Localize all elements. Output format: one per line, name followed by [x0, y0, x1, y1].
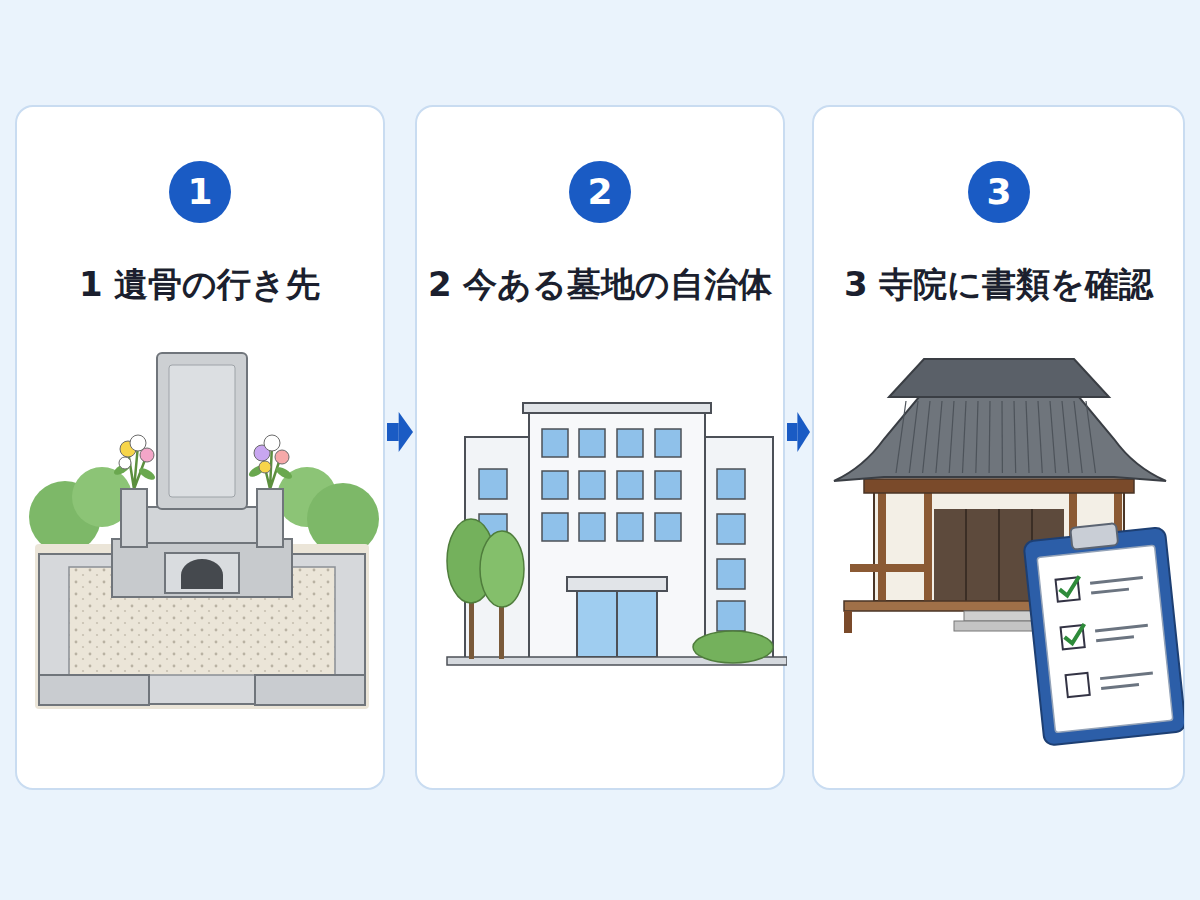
roof-tile-line — [923, 401, 930, 473]
window — [579, 471, 605, 499]
window — [542, 471, 568, 499]
window — [717, 601, 745, 631]
window — [579, 513, 605, 541]
step-card: 2 今ある墓地の自治体 2 — [415, 105, 785, 790]
arrow-head — [399, 412, 413, 452]
step-number: 3 — [986, 174, 1011, 210]
flow-arrow — [787, 412, 810, 452]
window — [717, 559, 745, 589]
roof-tile-line — [963, 401, 967, 473]
window — [617, 471, 643, 499]
step-card: 1 遺骨の行き先 1 — [15, 105, 385, 790]
step-title: 3 寺院に書類を確認 — [844, 263, 1154, 306]
grave-illustration — [17, 339, 387, 739]
roof-tile-line — [1074, 401, 1082, 473]
arrow-shaft — [787, 423, 797, 441]
window — [579, 429, 605, 457]
step-number: 2 — [587, 174, 612, 210]
roof-tile-line — [988, 401, 990, 473]
roof-tile-line — [1001, 401, 1003, 473]
temple-illustration — [814, 339, 1184, 759]
step-number-badge: 2 — [569, 161, 631, 223]
window — [717, 514, 745, 544]
roof-tile-line — [909, 401, 918, 473]
roof-tile-line — [1038, 401, 1042, 473]
roof-tile-line — [1050, 401, 1056, 473]
roof-tile-line — [936, 401, 942, 473]
window — [655, 429, 681, 457]
window — [655, 471, 681, 499]
roof-tile-line — [896, 401, 906, 473]
step-number-badge: 1 — [169, 161, 231, 223]
window — [542, 429, 568, 457]
window — [617, 429, 643, 457]
flow-arrow — [387, 412, 413, 452]
temple-column — [924, 491, 932, 603]
step-title: 1 遺骨の行き先 — [79, 263, 321, 306]
window — [542, 513, 568, 541]
roof-tile-line — [1086, 401, 1096, 473]
roof-tile-line — [1062, 401, 1069, 473]
arrow-head — [797, 412, 810, 452]
roof-tile-line — [976, 401, 978, 473]
roof-tile-line — [949, 401, 954, 473]
temple-column — [878, 491, 886, 603]
window — [655, 513, 681, 541]
window — [717, 469, 745, 499]
arrow-shaft — [387, 423, 399, 441]
step-number-badge: 3 — [968, 161, 1030, 223]
step-card: 3 寺院に書類を確認 3 — [812, 105, 1185, 790]
window — [617, 513, 643, 541]
step-number: 1 — [187, 174, 212, 210]
roof-tile-line — [1026, 401, 1029, 473]
municipal-building-illustration — [417, 339, 787, 739]
step-title: 2 今ある墓地の自治体 — [428, 263, 773, 306]
roof-tile-line — [1014, 401, 1016, 473]
window — [479, 469, 507, 499]
